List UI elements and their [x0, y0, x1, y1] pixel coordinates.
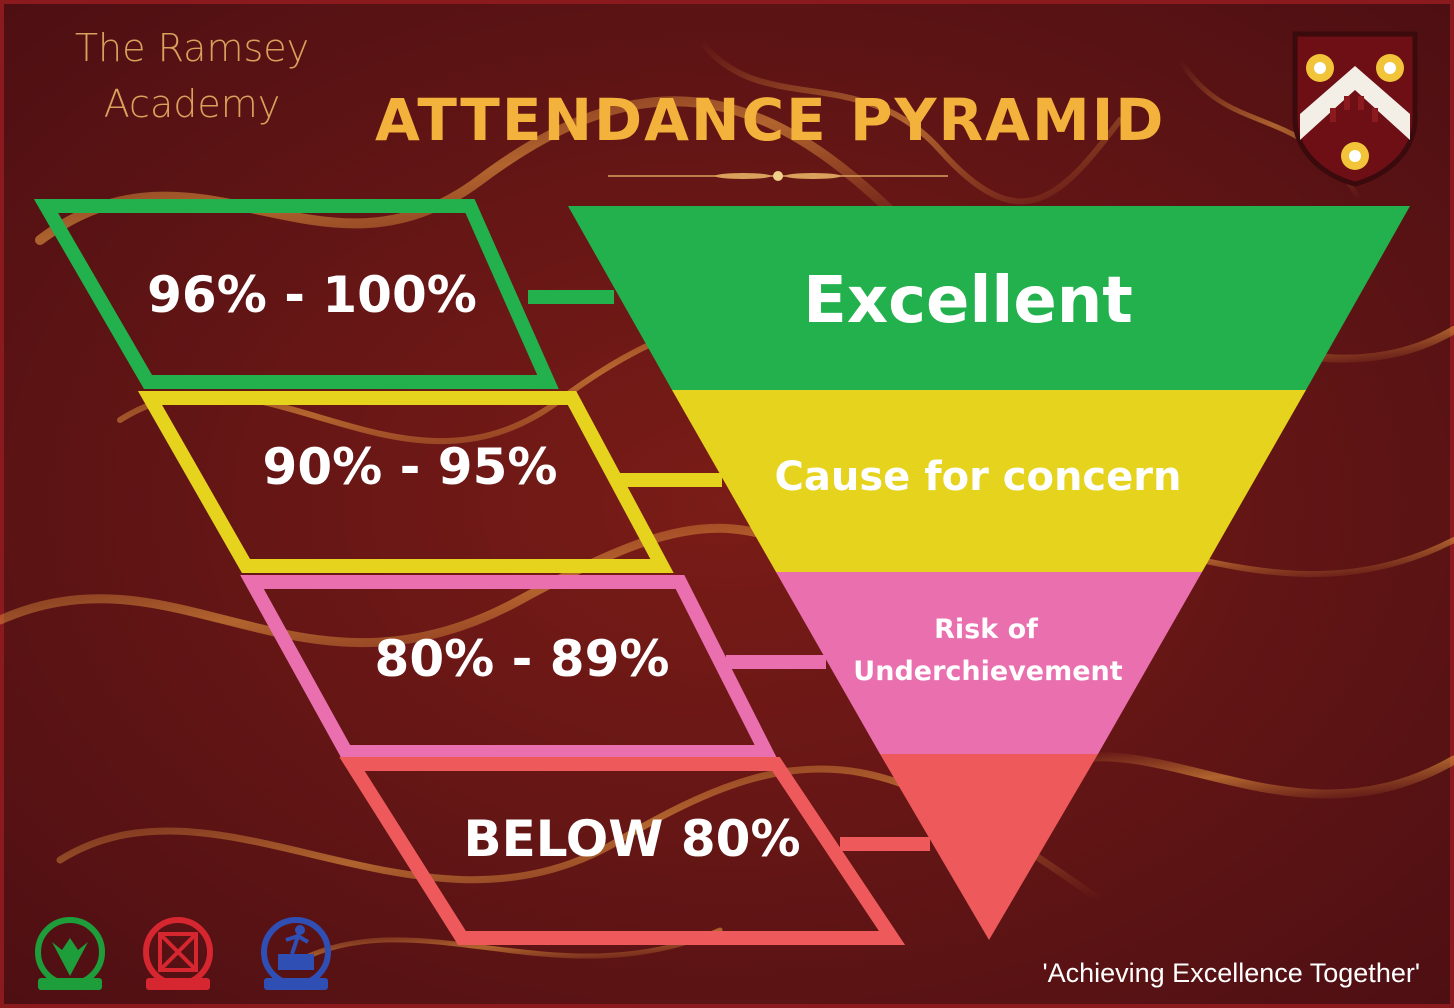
range-label-concern: 90% - 95% — [263, 438, 558, 496]
page-title: ATTENDANCE PYRAMID — [375, 86, 1166, 154]
tier-band-excellent — [568, 206, 1410, 390]
school-name-line1: The Ramsey — [74, 26, 310, 70]
range-box-below — [339, 757, 906, 945]
range-label-below: BELOW 80% — [463, 810, 800, 868]
endeavour-badge-icon — [261, 917, 331, 990]
range-label-risk: 80% - 89% — [375, 630, 670, 688]
school-crest-icon — [1292, 31, 1418, 187]
range-box-concern — [137, 391, 674, 573]
school-name: The Ramsey Academy — [62, 20, 322, 132]
range-label-excellent: 96% - 100% — [147, 266, 477, 324]
tagline: 'Achieving Excellence Together' — [1042, 958, 1420, 988]
diversity-badge-icon — [143, 917, 213, 990]
range-box-risk — [240, 575, 778, 759]
range-box-excellent — [33, 199, 559, 389]
title-divider-icon — [608, 171, 948, 181]
tier-label-risk-line1: Risk of — [934, 614, 1038, 645]
tier-label-excellent: Excellent — [803, 264, 1133, 338]
tier-band-risk — [776, 572, 1202, 754]
aspiration-badge-icon — [35, 917, 105, 990]
school-name-line2: Academy — [103, 82, 281, 126]
tier-band-below — [880, 754, 1098, 940]
tier-label-risk-line2: Underchievement — [853, 656, 1122, 687]
tier-label-concern: Cause for concern — [775, 454, 1182, 500]
tier-band-concern — [672, 390, 1306, 572]
